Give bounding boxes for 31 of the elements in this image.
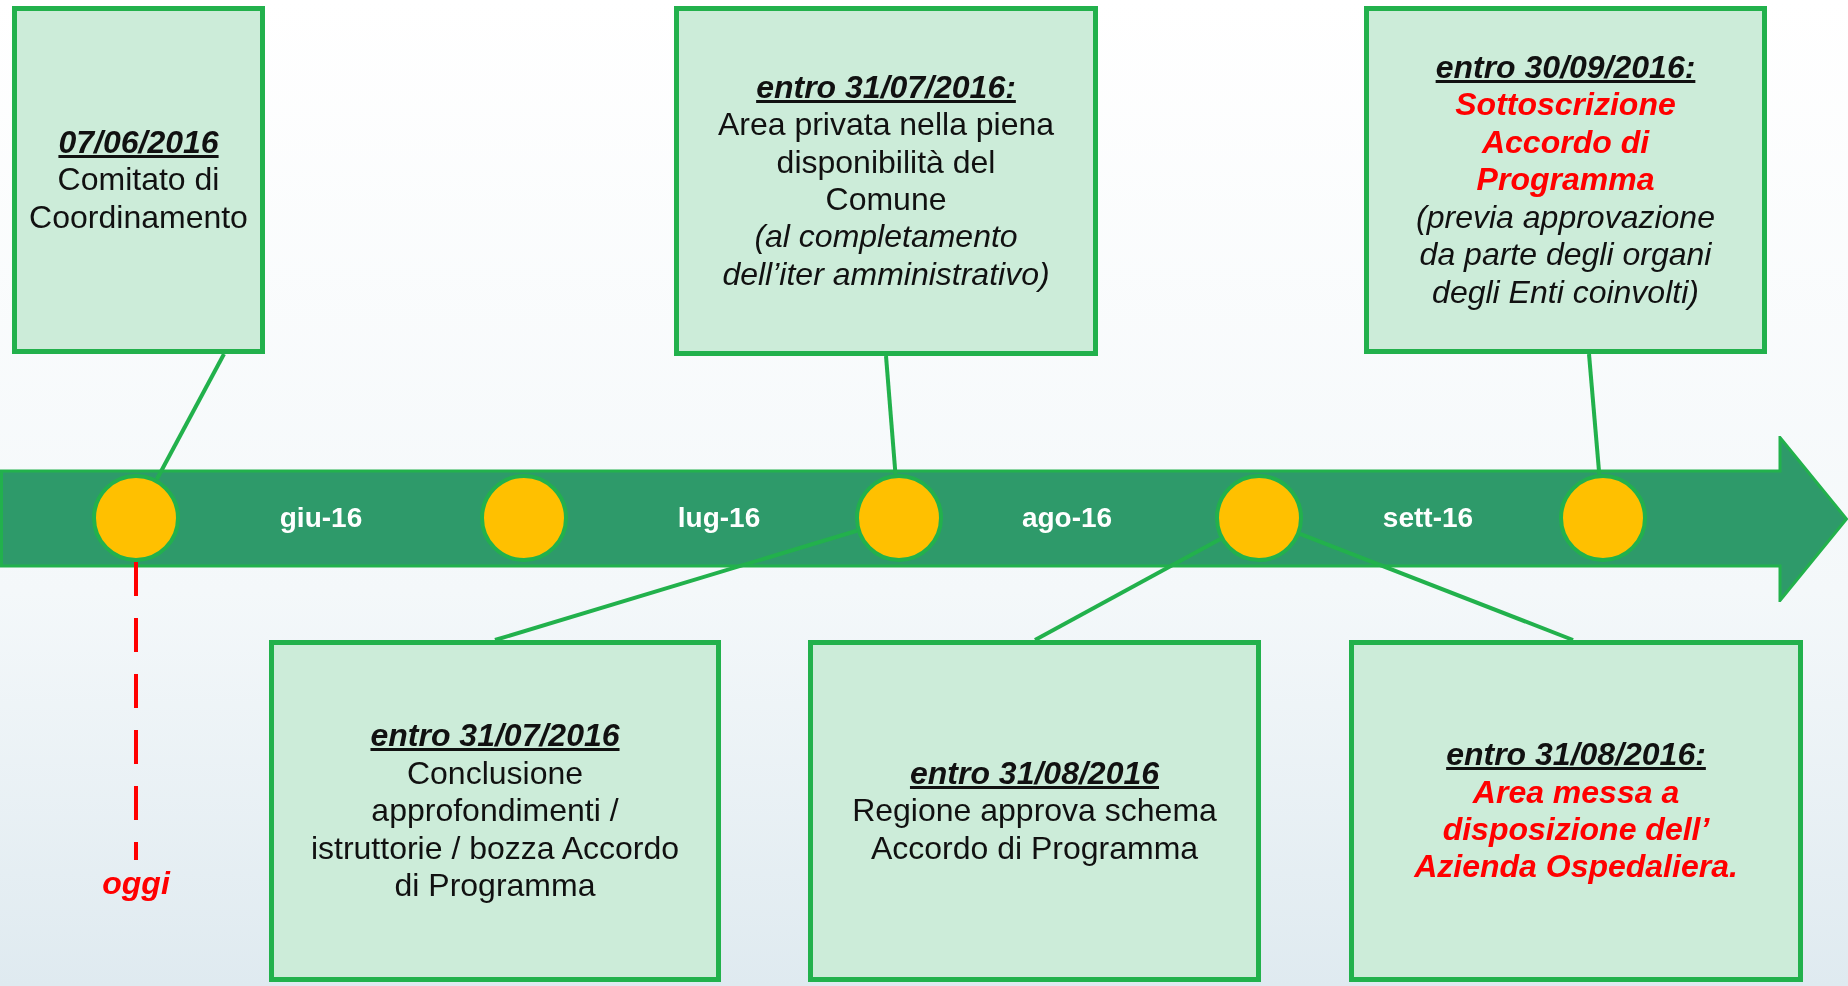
connector-line: [494, 528, 858, 642]
milestone-date: entro 30/09/2016:: [1435, 48, 1696, 87]
milestone-date: entro 31/07/2016: [370, 717, 620, 755]
milestone-box: [12, 6, 265, 354]
milestone-date: 07/06/2016: [58, 123, 219, 162]
connector-line: [155, 353, 226, 481]
connector-line: [1299, 532, 1574, 642]
timeline-band: [0, 436, 1848, 602]
milestone-date: entro 31/07/2016:: [756, 68, 1016, 107]
month-label: lug-16: [677, 502, 761, 534]
milestone-text: Area messa a disposizione dell’ Azienda Ospedaliera.: [1413, 773, 1739, 886]
month-label: ago-16: [1021, 502, 1113, 534]
milestone-text: Area privata nella piena disponibilità del Comune: [716, 106, 1056, 219]
today-marker-label: oggi: [102, 865, 170, 902]
milestone-text: Conclusione approfondimenti / istruttorie / bozza Accordo di Programma: [309, 754, 681, 905]
dashed-line: [134, 562, 138, 860]
milestone-note: (previa approvazione da parte degli organi degli Enti coinvolti): [1415, 198, 1716, 312]
milestone-box: [808, 640, 1261, 982]
milestone-text: Regione approva schema Accordo di Programma: [851, 792, 1218, 868]
milestone-box: [1364, 6, 1767, 354]
milestone-text: Sottoscrizione Accordo di Programma: [1454, 86, 1677, 199]
connector-line: [1034, 537, 1222, 642]
month-label: sett-16: [1382, 502, 1474, 534]
month-label: giu-16: [279, 502, 363, 534]
milestone-text: Comitato di Coordinamento: [29, 161, 248, 237]
milestone-box: [1349, 640, 1803, 982]
milestone-date: entro 31/08/2016:: [1446, 736, 1706, 774]
milestone-date: entro 31/08/2016: [909, 754, 1159, 793]
milestone-box: [269, 640, 721, 982]
milestone-box: [674, 6, 1098, 356]
milestone-note: (al completamento dell’iter amministrativo): [721, 218, 1051, 294]
